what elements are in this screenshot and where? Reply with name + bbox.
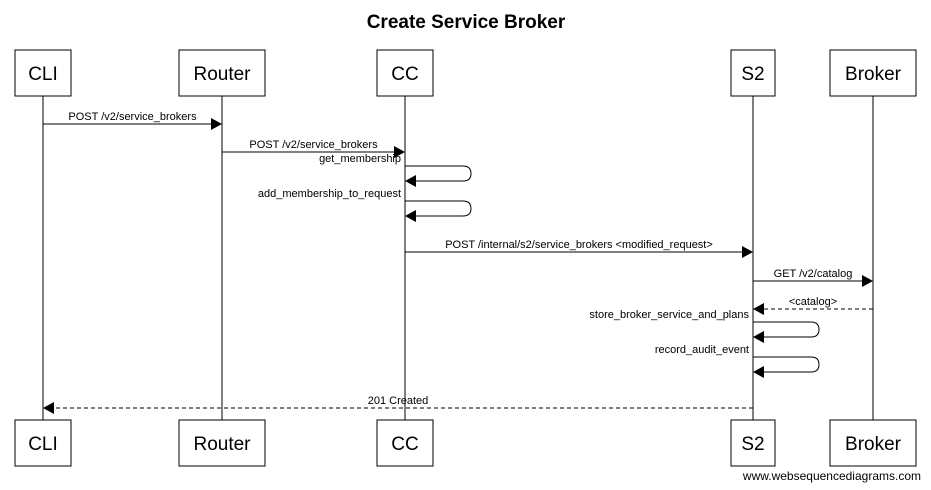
participant-box: [178, 49, 266, 97]
message-7: <catalog>: [753, 296, 873, 315]
participant-box: [829, 49, 917, 97]
message-8: store_broker_service_and_plans: [589, 309, 820, 343]
participant-label: Broker: [845, 64, 902, 85]
diagram-title: Create Service Broker: [367, 12, 566, 33]
message-line: [753, 356, 820, 373]
message-5: POST /internal/s2/service_brokers <modif…: [405, 239, 753, 258]
participant-label: S2: [741, 434, 764, 455]
participant-box: [178, 419, 266, 467]
arrowhead: [405, 175, 416, 187]
message-label: record_audit_event: [655, 344, 749, 356]
message-2: POST /v2/service_brokers: [222, 139, 405, 158]
participant-label: Router: [193, 434, 251, 455]
message-line: [405, 200, 472, 217]
message-label: get_membership: [319, 153, 401, 165]
participant-s2-bottom: S2: [730, 419, 776, 467]
arrowhead: [753, 303, 764, 315]
arrowhead: [405, 210, 416, 222]
participant-box: [376, 49, 434, 97]
participant-cc-top: CC: [376, 49, 434, 97]
participant-box: [730, 49, 776, 97]
credit-text: www.websequencediagrams.com: [742, 469, 921, 483]
message-3: get_membership: [319, 153, 472, 187]
message-label: POST /v2/service_brokers: [249, 139, 378, 151]
participant-box: [829, 419, 917, 467]
message-6: GET /v2/catalog: [753, 268, 873, 287]
arrowhead: [394, 146, 405, 158]
message-label: <catalog>: [789, 296, 837, 308]
participant-label: CLI: [28, 434, 58, 455]
message-label: POST /internal/s2/service_brokers <modif…: [445, 239, 713, 251]
participant-router-bottom: Router: [178, 419, 266, 467]
participant-cc-bottom: CC: [376, 419, 434, 467]
participant-label: CLI: [28, 64, 58, 85]
message-label: GET /v2/catalog: [774, 268, 853, 280]
arrowhead: [43, 402, 54, 414]
message-line: [753, 321, 820, 338]
participant-label: CC: [391, 434, 418, 455]
participant-label: Router: [193, 64, 251, 85]
participant-s2-top: S2: [730, 49, 776, 97]
arrowhead: [862, 275, 873, 287]
message-4: add_membership_to_request: [258, 188, 472, 222]
participant-box: [730, 419, 776, 467]
arrowhead: [753, 366, 764, 378]
participants-top: CLI Router CC S2 Broker: [14, 49, 917, 97]
participant-box: [376, 419, 434, 467]
participant-label: S2: [741, 64, 764, 85]
message-label: add_membership_to_request: [258, 188, 401, 200]
message-label: 201 Created: [368, 395, 429, 407]
participant-box: [14, 419, 72, 467]
participant-label: Broker: [845, 434, 902, 455]
participant-broker-top: Broker: [829, 49, 917, 97]
participant-broker-bottom: Broker: [829, 419, 917, 467]
message-label: POST /v2/service_brokers: [68, 111, 197, 123]
participant-label: CC: [391, 64, 418, 85]
participants-bottom: CLI Router CC S2 Broker: [14, 419, 917, 467]
arrowhead: [211, 118, 222, 130]
lifelines: [42, 96, 874, 420]
arrowhead: [742, 246, 753, 258]
participant-router-top: Router: [178, 49, 266, 97]
arrowhead: [753, 331, 764, 343]
participant-cli-bottom: CLI: [14, 419, 72, 467]
participant-cli-top: CLI: [14, 49, 72, 97]
message-label: store_broker_service_and_plans: [589, 309, 749, 321]
message-1: POST /v2/service_brokers: [43, 111, 222, 130]
message-10: 201 Created: [43, 395, 753, 414]
message-line: [405, 165, 472, 182]
participant-box: [14, 49, 72, 97]
message-9: record_audit_event: [655, 344, 820, 378]
